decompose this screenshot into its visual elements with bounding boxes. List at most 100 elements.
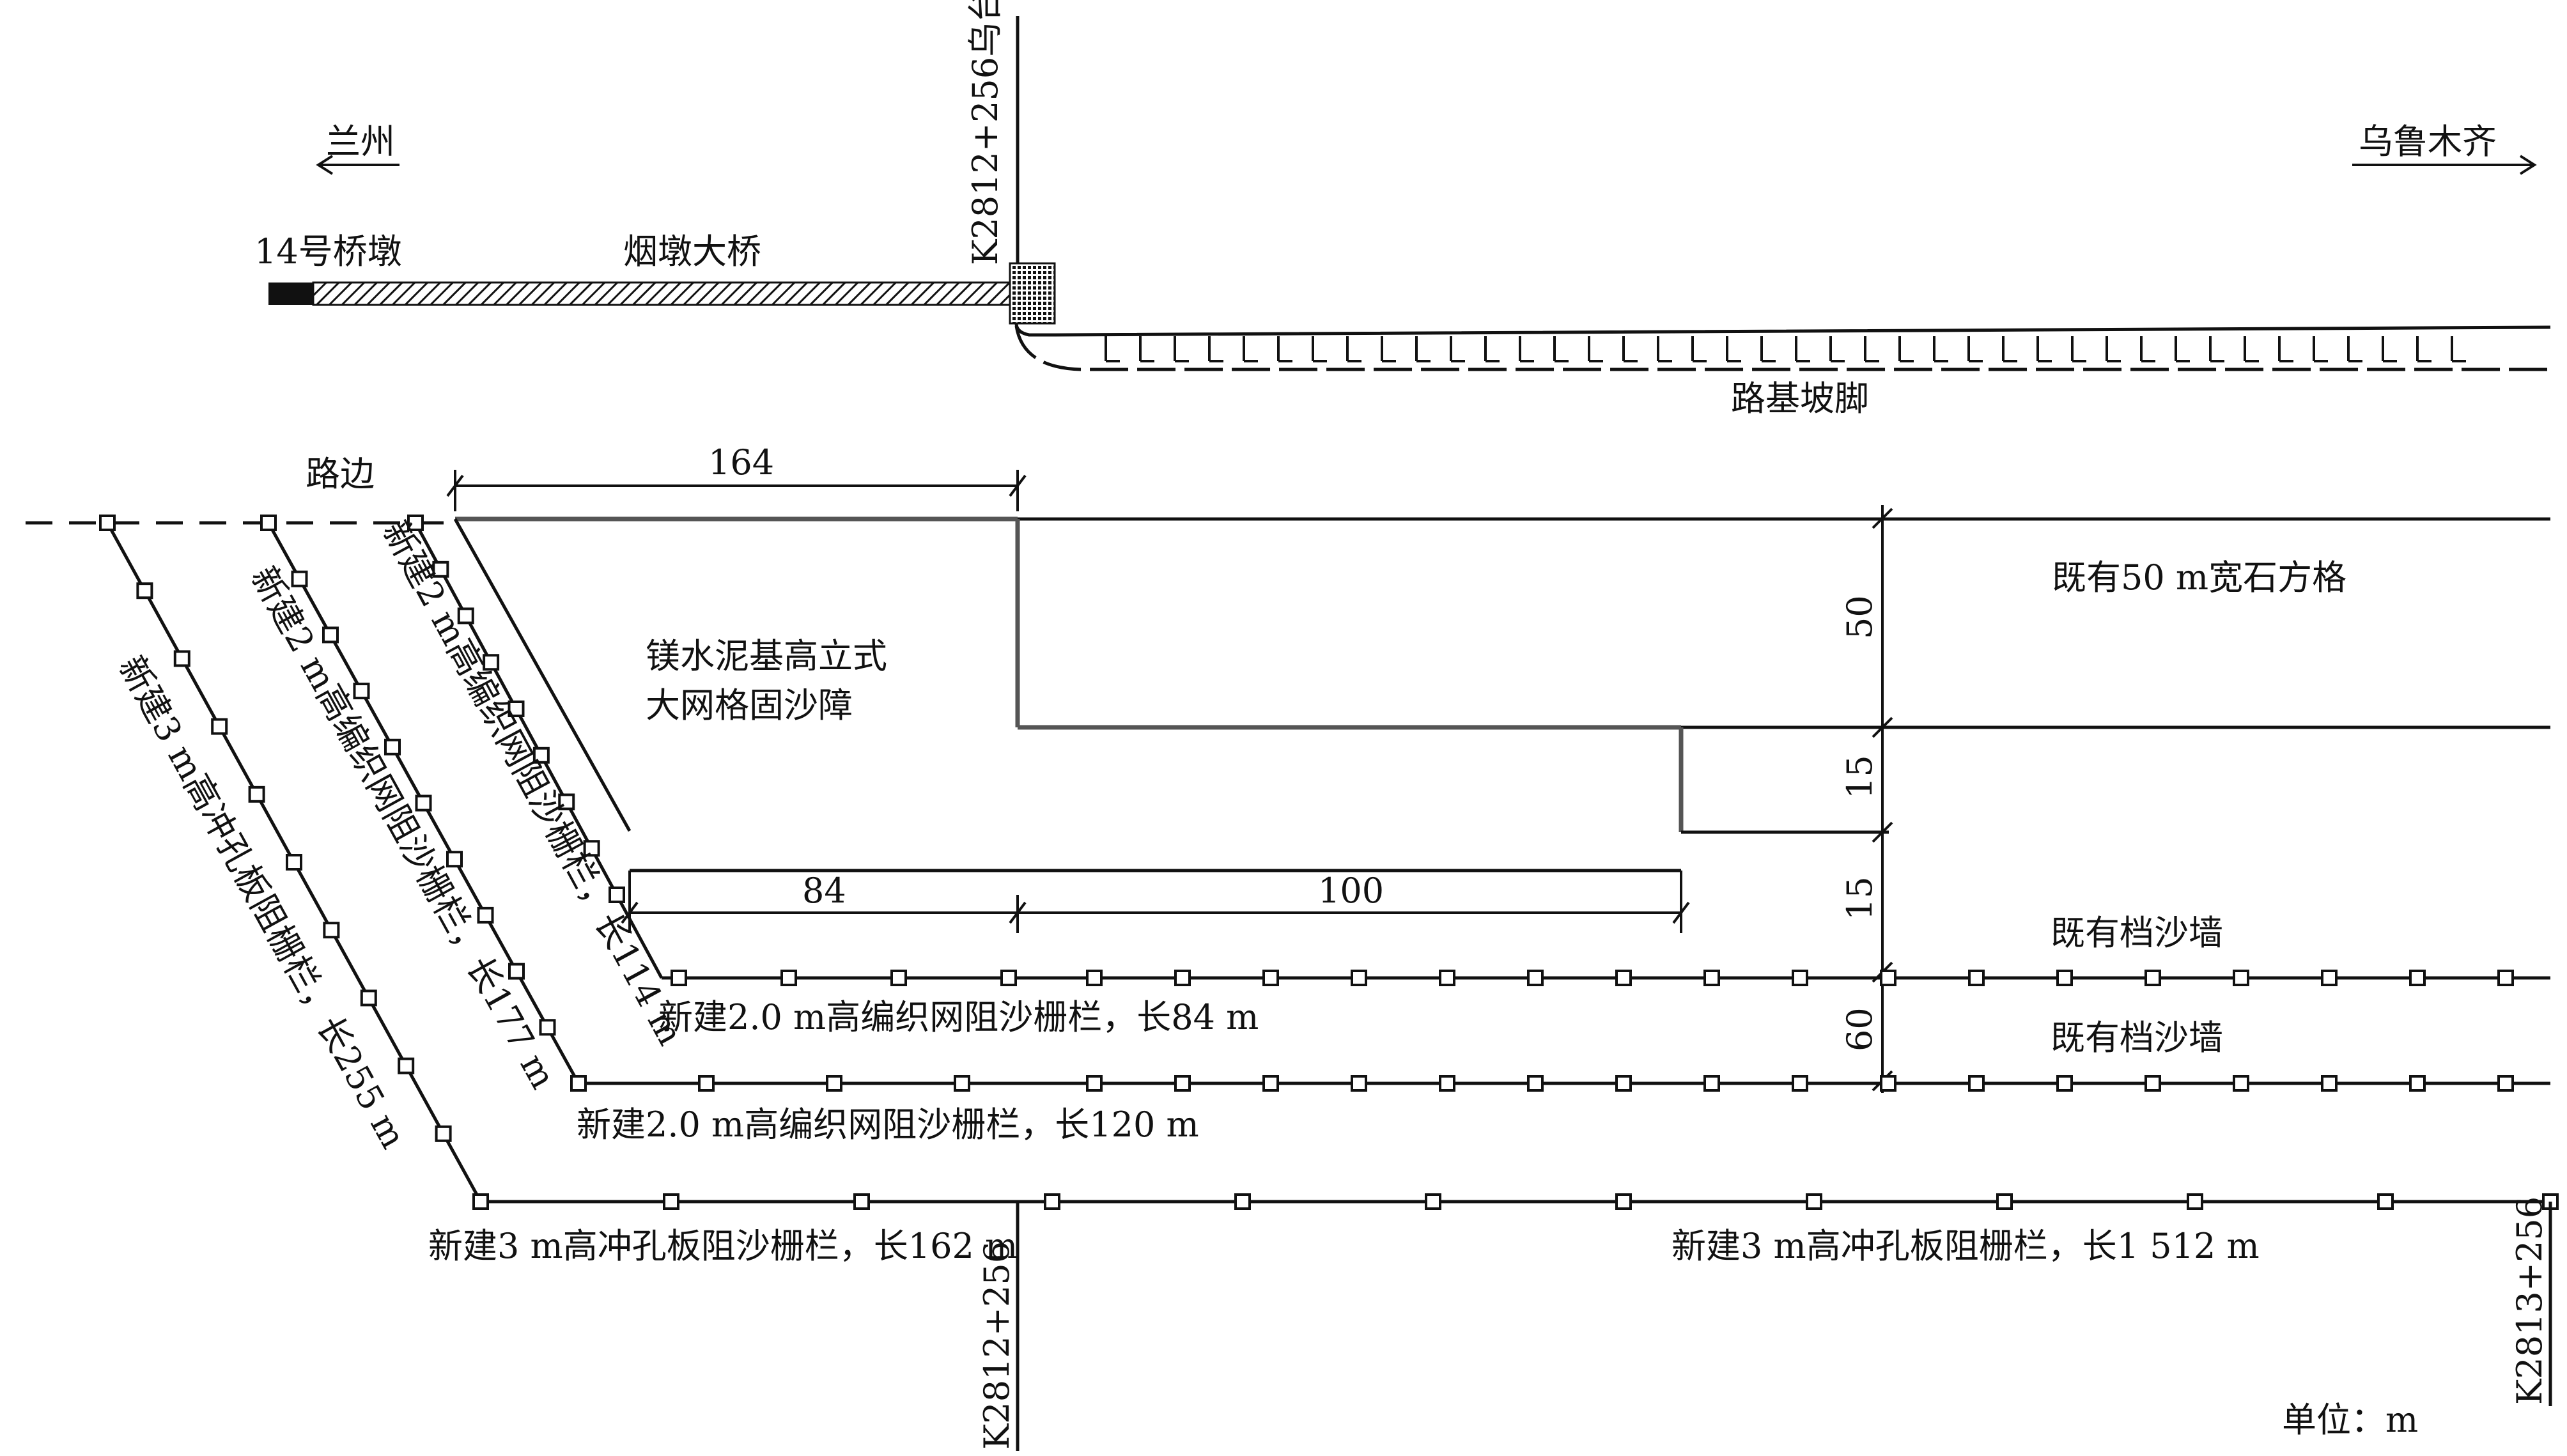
fence-post [1792, 1075, 1808, 1092]
road-edge-label: 路边 [306, 454, 375, 494]
fence-post [539, 1019, 556, 1036]
fence-post [353, 683, 370, 700]
fence-post [1351, 1075, 1367, 1092]
fence-post [532, 747, 550, 764]
fence-post [780, 970, 797, 986]
fence-post [1880, 1075, 1896, 1092]
station-label-top: K2812+256乌台 [965, 0, 1005, 265]
fence-h-inner-label: 新建2.0 m高编织网阻沙栅栏，长84 m [658, 997, 1259, 1037]
fence-post [1262, 970, 1279, 986]
fence-post [1439, 970, 1455, 986]
fence-post [1968, 970, 1985, 986]
fence-post [1615, 1193, 1632, 1210]
dim-50-label: 50 [1840, 595, 1880, 639]
fence-diag-middle-label: 新建2 m高编织网阻沙栅栏，长177 m [244, 560, 564, 1096]
fence-post [1703, 1075, 1720, 1092]
fence-post [890, 970, 907, 986]
fence-post [671, 970, 687, 986]
fence-post [2056, 1075, 2073, 1092]
fence-post [1527, 1075, 1544, 1092]
subgrade-top-line [1014, 323, 2551, 337]
fence-post [663, 1193, 679, 1210]
fence-post [1351, 970, 1367, 986]
fence-post [248, 786, 265, 803]
fence-post [99, 515, 116, 531]
bridge-pier-label: 14号桥墩 [254, 231, 402, 272]
fence-post [609, 887, 625, 903]
fence-post [1792, 970, 1808, 986]
fence-diag-inner-label: 新建2 m高编织网阻沙栅栏，长114 m [375, 514, 691, 1051]
fence-post [483, 654, 500, 671]
fence-post [1000, 970, 1017, 986]
fence-h-middle-label: 新建2.0 m高编织网阻沙栅栏，长120 m [577, 1104, 1199, 1145]
fence-post [211, 718, 228, 735]
fence-post [1174, 1075, 1191, 1092]
fence-post [508, 963, 525, 980]
direction-east-arrow [2519, 155, 2537, 175]
fence-post [2144, 970, 2161, 986]
bridge-abutment [1009, 262, 1056, 325]
fence-post [2233, 970, 2249, 986]
fence-post [570, 1075, 587, 1092]
fence-post [1880, 970, 1896, 986]
fence-horizontal-inner [662, 970, 2550, 986]
fence-post [1615, 970, 1632, 986]
dim-100-label: 100 [1318, 871, 1384, 911]
fence-post [1044, 1193, 1060, 1210]
fence-post [558, 793, 575, 810]
fence-post [2321, 970, 2338, 986]
fence-post [136, 582, 153, 600]
direction-east-label: 乌鲁木齐 [2359, 121, 2497, 162]
fence-post [2377, 1193, 2394, 1210]
unit-label: 单位：m [2282, 1400, 2418, 1440]
fence-post [1234, 1193, 1251, 1210]
station-label-bottom-right: K2813+256 [2509, 1197, 2550, 1405]
dim-60-label: 60 [1840, 1007, 1880, 1051]
fence-horizontal-middle [570, 1075, 2550, 1092]
fence-post [2144, 1075, 2161, 1092]
fence-post [1439, 1075, 1455, 1092]
fence-post [1806, 1193, 1822, 1210]
fence-post [384, 738, 401, 755]
fence-post [260, 515, 277, 531]
fence-post [291, 570, 308, 587]
bridge-name-label: 烟墩大桥 [623, 231, 761, 272]
fence-post [1262, 1075, 1279, 1092]
fence-post [173, 650, 190, 667]
diagonal-guide-line [453, 518, 632, 832]
fence-post [1615, 1075, 1632, 1092]
fence-post [472, 1193, 489, 1210]
fence-post [1174, 970, 1191, 986]
fence-diagonal-outer [99, 515, 489, 1210]
fence-post [407, 515, 424, 531]
fence-horizontal-outer [472, 1193, 2559, 1210]
fence-post [2321, 1075, 2338, 1092]
fence-post [477, 906, 494, 924]
grid-barrier-label-line1: 镁水泥基高立式 [646, 636, 887, 676]
fence-post [583, 840, 600, 857]
dim-164-label: 164 [708, 442, 774, 483]
fence-post [1968, 1075, 1985, 1092]
fence-post [446, 851, 463, 868]
fence-post [457, 607, 474, 624]
fence-post [398, 1057, 415, 1074]
fence-post [322, 626, 339, 644]
fence-post [2409, 970, 2426, 986]
fence-diagonal-inner [407, 515, 663, 979]
fence-post [2497, 970, 2514, 986]
fence-post [2409, 1075, 2426, 1092]
fence-post [1086, 1075, 1103, 1092]
station-label-bottom-left: K2812+256 [977, 1241, 1017, 1450]
fence-post [1996, 1193, 2013, 1210]
fence-post [360, 989, 377, 1007]
fence-h-outer-right-label: 新建3 m高冲孔板阻栅栏，长1 512 m [1671, 1226, 2260, 1266]
fence-diagonal-middle [260, 515, 587, 1092]
fence-post [1703, 970, 1720, 986]
sand-wall-2-label: 既有档沙墙 [2051, 1018, 2223, 1058]
fence-post [432, 561, 449, 578]
subgrade-slope-ticks [1105, 336, 2466, 362]
sand-wall-1-label: 既有档沙墙 [2051, 913, 2223, 953]
bridge-deck [312, 281, 1011, 306]
fence-post [415, 794, 432, 812]
